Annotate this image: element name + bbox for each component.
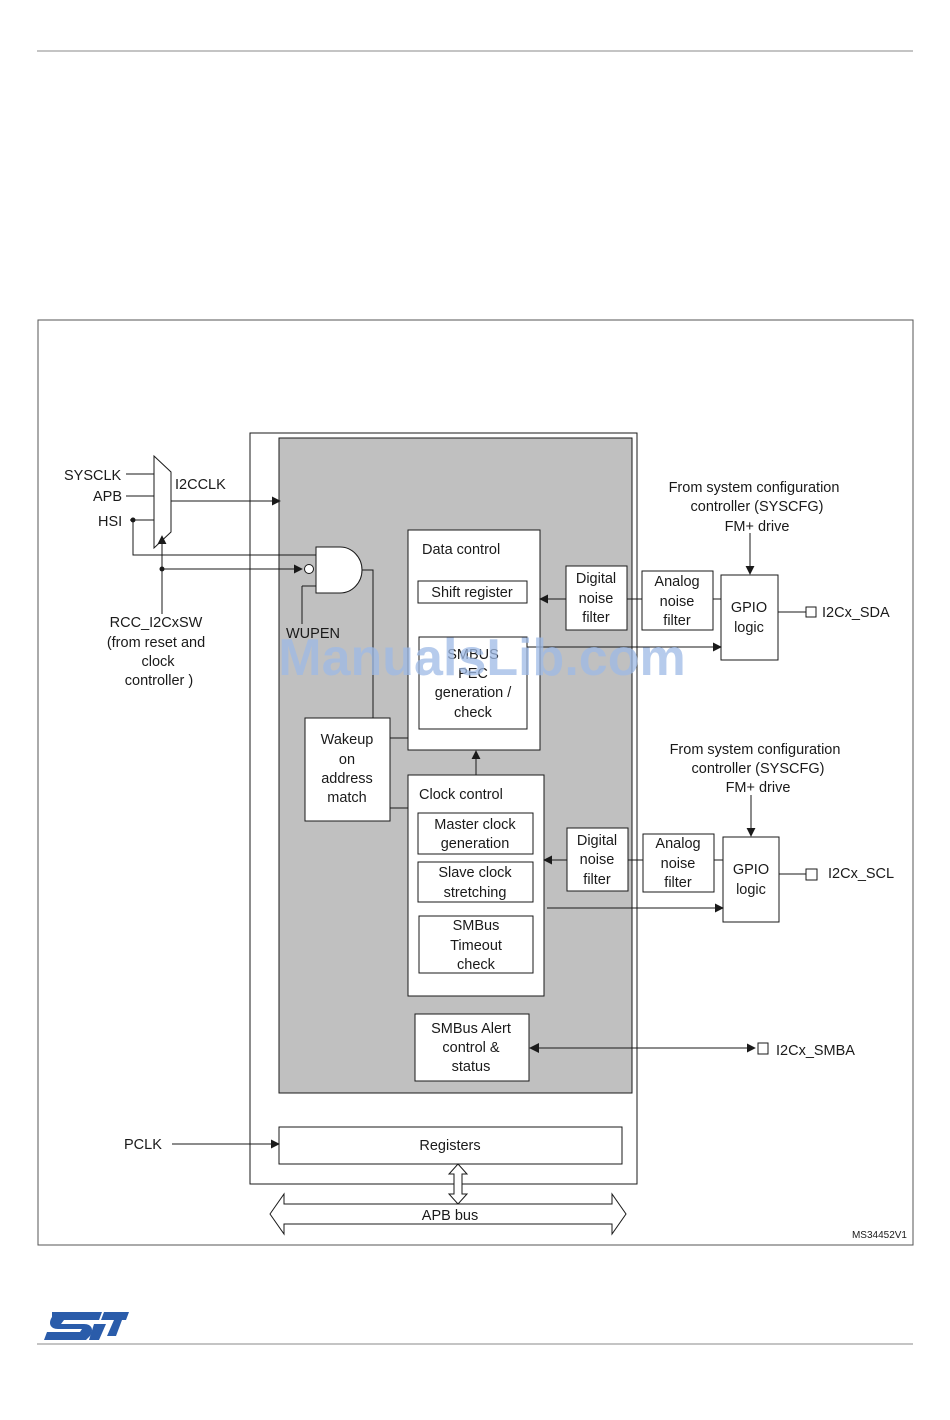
rcc-line4: controller ) — [125, 673, 194, 689]
figure-id: MS34452V1 — [852, 1230, 907, 1241]
apb-bus-label: APB bus — [422, 1208, 478, 1224]
wakeup-block — [304, 717, 391, 822]
smba-pin-label: I2Cx_SMBA — [776, 1043, 855, 1059]
registers-label: Registers — [419, 1138, 480, 1154]
smbus-timeout-line3: check — [457, 957, 496, 973]
digital-filter-sda-line3: filter — [582, 610, 610, 626]
syscfg-scl-line2: controller (SYSCFG) — [692, 761, 825, 777]
clock-control-label: Clock control — [419, 787, 503, 803]
smbus-pec-line2: PEC — [458, 666, 488, 682]
wakeup-line4: match — [327, 790, 367, 806]
st-logo — [44, 1312, 129, 1340]
syscfg-sda-line2: controller (SYSCFG) — [691, 499, 824, 515]
gpio-logic-scl-line2: logic — [736, 882, 766, 898]
gpio-logic-sda — [720, 574, 779, 661]
smbus-timeout-box — [418, 915, 534, 974]
sda-pin-label: I2Cx_SDA — [822, 605, 890, 621]
slave-clock-box — [417, 861, 534, 903]
rcc-junction — [159, 566, 165, 572]
analog-filter-sda-line3: filter — [663, 613, 691, 629]
scl-pin — [805, 868, 818, 881]
analog-filter-scl — [642, 833, 715, 893]
apb-bus — [269, 1192, 627, 1236]
figure-frame — [37, 319, 914, 1246]
gate-to-wakeup-line — [362, 569, 374, 718]
smbus-alert-block — [414, 1013, 530, 1082]
digital-filter-scl-line2: noise — [580, 852, 615, 868]
smbus-timeout-line2: Timeout — [450, 938, 502, 954]
watermark: ManualsLib.com — [278, 629, 685, 687]
apb-label: APB — [93, 489, 122, 505]
smbus-timeout-line1: SMBus — [453, 918, 500, 934]
analog-filter-scl-line1: Analog — [655, 836, 700, 852]
master-clock-line2: generation — [441, 836, 510, 852]
smba-arrow-left — [529, 1043, 539, 1053]
analog-filter-sda — [641, 570, 714, 631]
smbus-alert-line3: status — [452, 1059, 491, 1075]
wakeup-line2: on — [339, 752, 355, 768]
smbus-pec-line1: SMBUS — [447, 647, 499, 663]
gpio-logic-sda-line2: logic — [734, 620, 764, 636]
analog-filter-scl-line2: noise — [661, 856, 696, 872]
smbus-pec-box — [418, 636, 528, 730]
hsi-label: HSI — [98, 514, 122, 530]
analog-filter-sda-line1: Analog — [654, 574, 699, 590]
analog-filter-scl-line3: filter — [664, 875, 692, 891]
data-control-label: Data control — [422, 542, 500, 558]
gpio-logic-sda-line1: GPIO — [731, 600, 767, 616]
and-gate — [315, 546, 363, 594]
clock-mux — [153, 454, 172, 550]
syscfg-scl-line1: From system configuration — [670, 742, 841, 758]
inverter-bubble — [304, 564, 314, 574]
digital-filter-sda-line1: Digital — [576, 571, 616, 587]
slave-clock-line2: stretching — [444, 885, 507, 901]
digital-filter-sda — [565, 565, 628, 631]
wakeup-line1: Wakeup — [321, 732, 374, 748]
gpio-logic-scl — [722, 836, 780, 923]
scl-pin-label: I2Cx_SCL — [828, 866, 894, 882]
sysclk-label: SYSCLK — [64, 468, 122, 484]
smbus-pec-line4: check — [454, 705, 493, 721]
digital-filter-sda-line2: noise — [579, 591, 614, 607]
syscfg-sda-line3: FM+ drive — [725, 519, 790, 535]
pclk-label: PCLK — [124, 1137, 162, 1153]
master-clock-line1: Master clock — [434, 817, 516, 833]
rcc-line2: (from reset and — [107, 635, 205, 651]
digital-filter-scl-line3: filter — [583, 872, 611, 888]
hsi-to-gate-line — [132, 520, 316, 556]
shift-register-box — [417, 580, 528, 604]
sda-pin — [805, 606, 817, 618]
syscfg-scl-line3: FM+ drive — [726, 780, 791, 796]
analog-filter-sda-line2: noise — [660, 594, 695, 610]
master-clock-box — [417, 812, 534, 855]
smbus-alert-line2: control & — [442, 1040, 500, 1056]
syscfg-sda-line1: From system configuration — [669, 480, 840, 496]
slave-clock-line1: Slave clock — [438, 865, 512, 881]
wakeup-line3: address — [321, 771, 373, 787]
digital-filter-scl — [566, 827, 629, 892]
smba-pin — [757, 1042, 769, 1055]
wupen-label: WUPEN — [286, 626, 340, 642]
rcc-line3: clock — [141, 654, 175, 670]
rcc-line1: RCC_I2CxSW — [110, 615, 203, 631]
shift-register-label: Shift register — [431, 585, 513, 601]
digital-filter-scl-line1: Digital — [577, 833, 617, 849]
smbus-pec-line3: generation / — [435, 685, 513, 701]
gpio-logic-scl-line1: GPIO — [733, 862, 769, 878]
i2cclk-label: I2CCLK — [175, 477, 226, 493]
smbus-alert-line1: SMBus Alert — [431, 1021, 511, 1037]
